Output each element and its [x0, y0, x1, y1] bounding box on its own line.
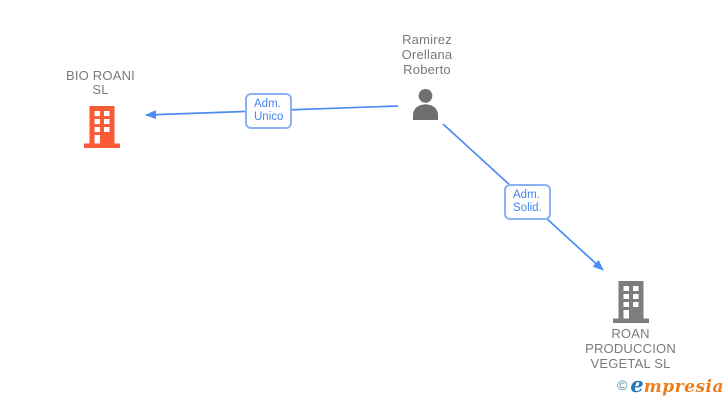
building-icon-bio-roani[interactable]: [84, 106, 120, 148]
person-name-line: Orellana: [401, 47, 453, 62]
company-name-label-roan-produccion: ROAN PRODUCCION VEGETAL SL: [558, 326, 703, 371]
person-name-line: Roberto: [403, 62, 451, 77]
empresia-logo-text: mpresia: [643, 377, 724, 397]
edge-label-adm-solid[interactable]: Adm. Solid.: [504, 184, 551, 220]
company-name-line: VEGETAL SL: [590, 356, 671, 371]
edge-label-adm-unico[interactable]: Adm. Unico: [245, 93, 293, 129]
empresia-logo: ©empresia: [617, 372, 724, 397]
company-name-line: BIO ROANI: [66, 68, 135, 83]
building-icon-roan-produccion[interactable]: [613, 281, 649, 323]
person-name-line: Ramirez: [402, 32, 452, 47]
company-name-label-bio-roani: BIO ROANI SL: [28, 69, 173, 97]
company-name-line: SL: [92, 82, 109, 97]
edge-label-line: Adm.: [254, 98, 281, 110]
edge-label-line: Unico: [254, 111, 284, 123]
empresia-logo-e: e: [630, 372, 644, 397]
copyright-icon: ©: [617, 377, 628, 393]
edge-label-line: Adm.: [513, 189, 540, 201]
person-icon[interactable]: [408, 88, 443, 120]
person-name-label: Ramirez Orellana Roberto: [355, 32, 499, 77]
company-name-line: PRODUCCION: [585, 341, 676, 356]
company-name-line: ROAN: [611, 326, 650, 341]
edge-label-line: Solid.: [513, 202, 542, 214]
